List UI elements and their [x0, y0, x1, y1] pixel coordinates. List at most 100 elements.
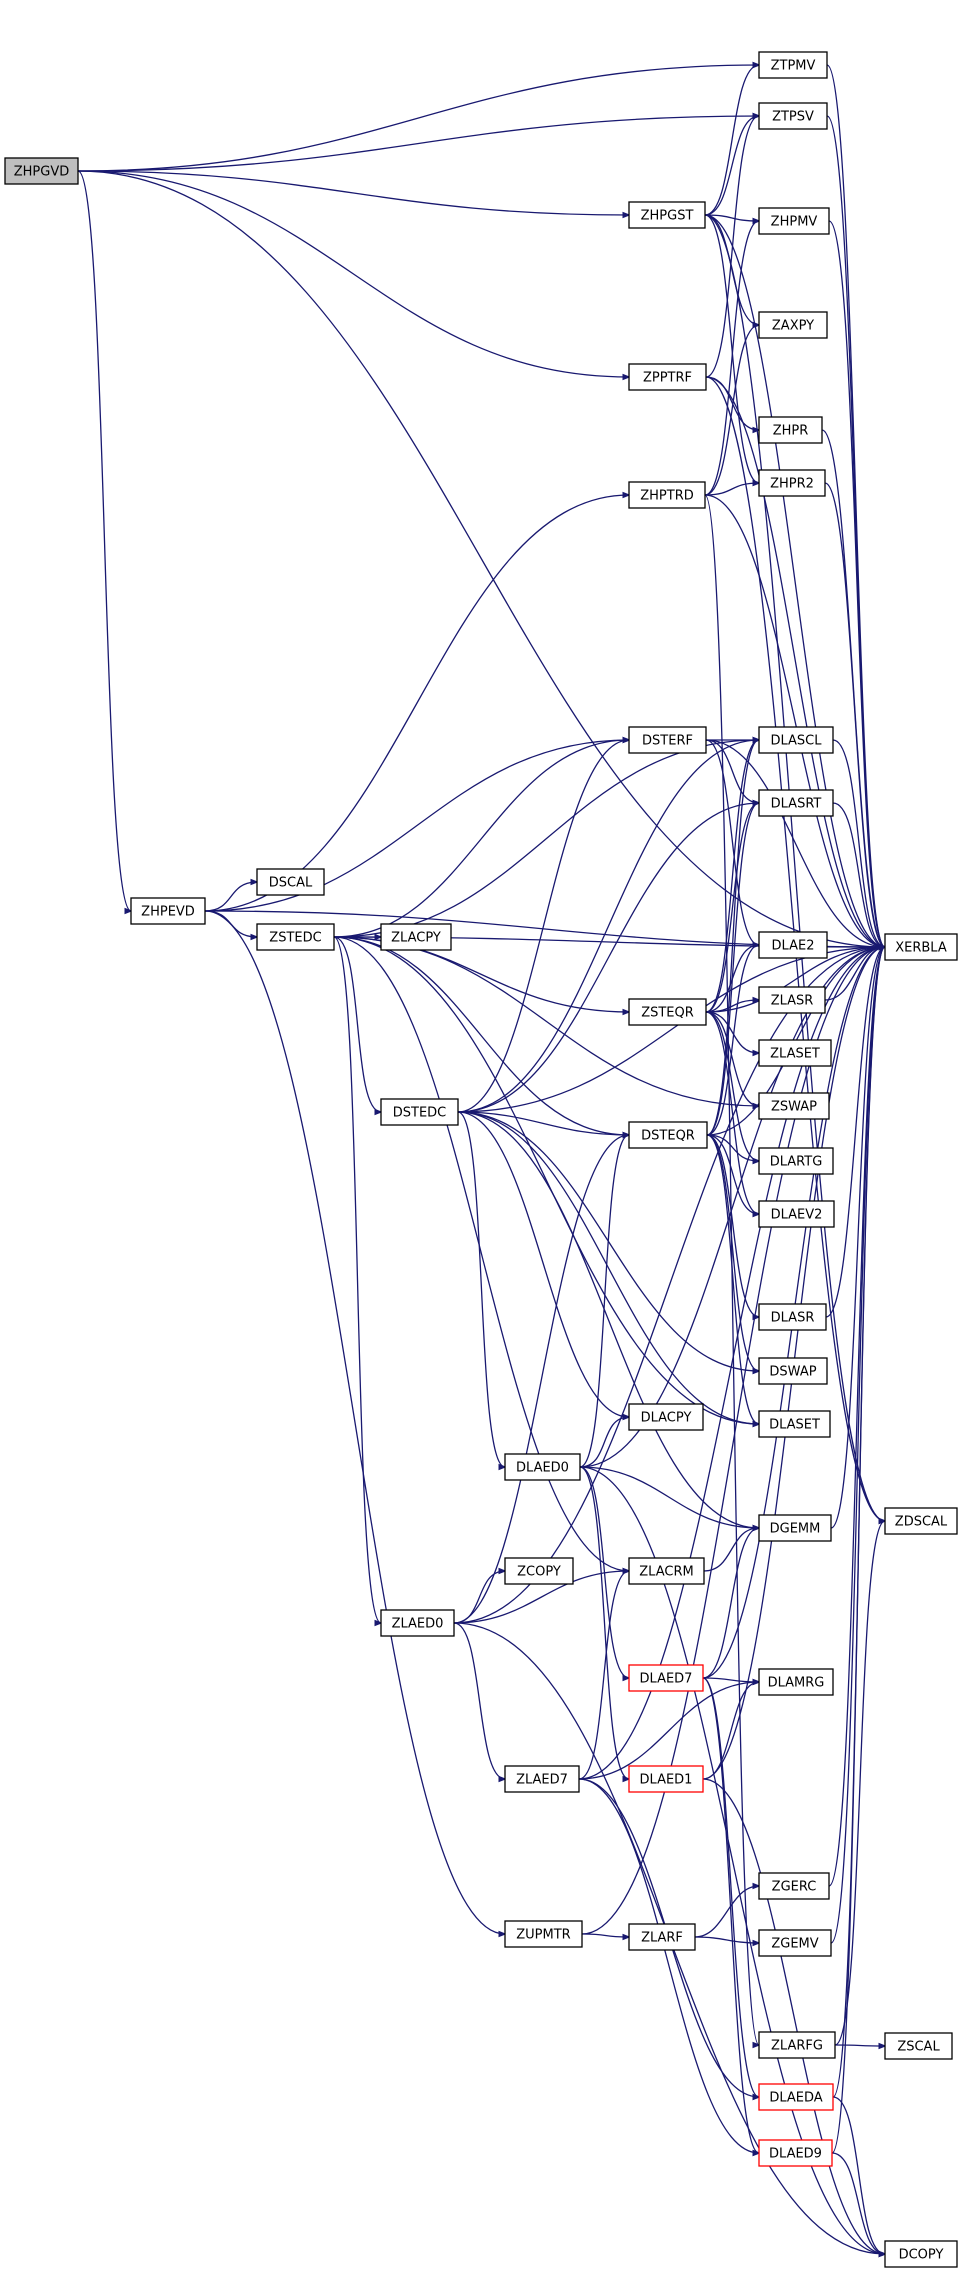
node-label: ZPPTRF — [643, 371, 692, 386]
edge-zhpmv-to-xerbla — [828, 220, 885, 947]
node-dlartg[interactable]: DLARTG — [758, 1147, 834, 1175]
edge-dlaed0-to-xerbla — [579, 947, 885, 1468]
edge-dstedc-to-dsteqr — [457, 1111, 629, 1135]
edge-zsteqr-to-xerbla — [705, 947, 885, 1013]
node-label: ZHPMV — [771, 215, 818, 230]
node-zupmtr[interactable]: ZUPMTR — [504, 1920, 583, 1948]
node-zhpgvd[interactable]: ZHPGVD — [4, 157, 79, 185]
node-dlasr[interactable]: DLASR — [758, 1303, 827, 1331]
node-zlacrm[interactable]: ZLACRM — [628, 1557, 705, 1585]
node-dlaeda[interactable]: DLAEDA — [758, 2083, 834, 2111]
node-label: ZHPTRD — [640, 489, 694, 504]
node-zhpr2[interactable]: ZHPR2 — [758, 469, 826, 497]
node-dlaed1[interactable]: DLAED1 — [628, 1765, 704, 1793]
node-zscal[interactable]: ZSCAL — [884, 2032, 953, 2060]
node-dsterf[interactable]: DSTERF — [628, 726, 707, 754]
node-xerbla[interactable]: XERBLA — [884, 933, 958, 961]
edge-dsteqr-to-dlascl — [706, 740, 759, 1136]
node-dlamrg[interactable]: DLAMRG — [758, 1668, 834, 1696]
node-label: ZHPR — [773, 424, 809, 439]
node-ztpsv[interactable]: ZTPSV — [758, 102, 828, 130]
node-label: DLAED9 — [769, 2147, 822, 2162]
node-ztpmv[interactable]: ZTPMV — [758, 51, 828, 79]
edge-zhpgst-to-zdscal — [704, 214, 885, 1521]
node-box — [504, 1453, 581, 1481]
node-dlaed9[interactable]: DLAED9 — [758, 2139, 833, 2167]
node-zcopy[interactable]: ZCOPY — [504, 1557, 574, 1585]
edge-zhpevd-to-dsterf — [204, 740, 629, 912]
node-dlascl[interactable]: DLASCL — [758, 726, 834, 754]
node-zhpr[interactable]: ZHPR — [758, 416, 823, 444]
node-box — [628, 1765, 704, 1793]
node-dlaed0[interactable]: DLAED0 — [504, 1453, 581, 1481]
node-label: DLAED1 — [640, 1773, 693, 1788]
edge-dstedc-to-dlascl — [457, 740, 759, 1113]
edge-zlarf-to-zgerc — [694, 1886, 759, 1938]
node-dscal[interactable]: DSCAL — [256, 868, 325, 896]
node-box — [758, 2083, 834, 2111]
edge-dstedc-to-dsterf — [457, 740, 629, 1113]
node-box — [628, 998, 707, 1026]
node-dlaed7[interactable]: DLAED7 — [628, 1664, 704, 1692]
node-box — [758, 102, 828, 130]
edge-zhpgvd-to-ztpsv — [77, 116, 759, 172]
edge-zhpevd-to-dscal — [204, 882, 257, 912]
node-zhptrd[interactable]: ZHPTRD — [628, 481, 706, 509]
edge-zlaed7-to-dlamrg — [578, 1682, 759, 1780]
edge-dsteqr-to-dlaset — [706, 1134, 759, 1424]
node-box — [758, 1872, 830, 1900]
node-zlarf[interactable]: ZLARF — [628, 1923, 696, 1951]
node-zhpgst[interactable]: ZHPGST — [628, 201, 706, 229]
node-dlaev2[interactable]: DLAEV2 — [758, 1200, 835, 1228]
node-label: DSWAP — [769, 1365, 816, 1380]
node-box — [380, 923, 452, 951]
node-box — [758, 986, 826, 1014]
node-box — [628, 1121, 708, 1149]
node-label: DLASR — [771, 1311, 815, 1326]
node-label: ZTPMV — [771, 59, 816, 74]
node-label: DLAMRG — [768, 1676, 825, 1691]
node-dgemm[interactable]: DGEMM — [758, 1514, 832, 1542]
node-dlae2[interactable]: DLAE2 — [758, 931, 828, 959]
node-zlaed7[interactable]: ZLAED7 — [504, 1765, 580, 1793]
node-box — [758, 1303, 827, 1331]
node-dswap[interactable]: DSWAP — [758, 1357, 828, 1385]
node-zlasr[interactable]: ZLASR — [758, 986, 826, 1014]
node-dcopy[interactable]: DCOPY — [884, 2240, 958, 2268]
edge-zlaed7-to-dlaed9 — [578, 1778, 759, 2153]
node-dlaset[interactable]: DLASET — [758, 1410, 831, 1438]
node-label: DLACPY — [641, 1411, 692, 1426]
edge-zlarf-to-zgemv — [694, 1936, 759, 1943]
node-label: ZDSCAL — [895, 1515, 948, 1530]
node-dlacpy[interactable]: DLACPY — [628, 1403, 704, 1431]
node-dstedc[interactable]: DSTEDC — [380, 1098, 459, 1126]
node-zlarfg[interactable]: ZLARFG — [758, 2031, 836, 2059]
node-zhpmv[interactable]: ZHPMV — [758, 207, 830, 235]
node-box — [380, 1609, 455, 1637]
edge-zsteqr-to-zlaset — [705, 1011, 759, 1053]
node-zsteqr[interactable]: ZSTEQR — [628, 998, 707, 1026]
node-label: DLAEV2 — [771, 1208, 823, 1223]
edge-dstedc-to-dgemm — [457, 1111, 759, 1528]
node-zstedc[interactable]: ZSTEDC — [256, 923, 335, 951]
node-label: ZAXPY — [772, 319, 814, 334]
node-dlasrt[interactable]: DLASRT — [758, 789, 834, 817]
node-zhpevd[interactable]: ZHPEVD — [130, 897, 206, 925]
node-box — [758, 469, 826, 497]
node-zgerc[interactable]: ZGERC — [758, 1872, 830, 1900]
edge-zpptrf-to-ztpsv — [705, 116, 759, 378]
node-zlaset[interactable]: ZLASET — [758, 1039, 832, 1067]
node-zlaed0[interactable]: ZLAED0 — [380, 1609, 455, 1637]
node-dsteqr[interactable]: DSTEQR — [628, 1121, 708, 1149]
node-label: ZGERC — [772, 1880, 817, 1895]
node-zpptrf[interactable]: ZPPTRF — [628, 363, 707, 391]
node-zswap[interactable]: ZSWAP — [758, 1092, 830, 1120]
edge-dsterf-to-dlae2 — [705, 739, 759, 945]
node-label: ZSTEDC — [269, 931, 321, 946]
node-label: DLASRT — [771, 797, 822, 812]
node-zaxpy[interactable]: ZAXPY — [758, 311, 828, 339]
edge-zupmtr-to-zlarf — [581, 1933, 629, 1937]
node-zlacpy[interactable]: ZLACPY — [380, 923, 452, 951]
node-zgemv[interactable]: ZGEMV — [758, 1929, 832, 1957]
node-zdscal[interactable]: ZDSCAL — [884, 1507, 958, 1535]
